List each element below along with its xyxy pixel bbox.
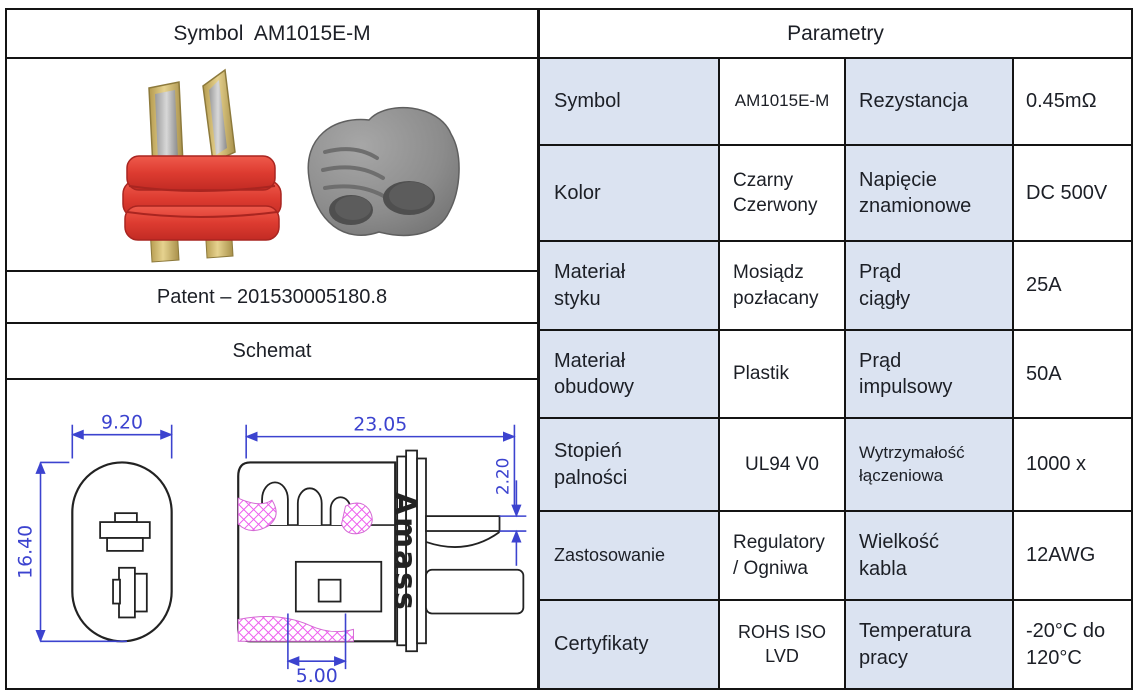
param-value: 25A xyxy=(1012,242,1131,329)
patent-row: Patent – 201530005180.8 xyxy=(7,270,537,322)
amass-brand-text: Amass xyxy=(387,492,422,612)
table-row: Materiał styku Mosiądz pozłacany Prąd ci… xyxy=(540,240,1131,329)
front-dimensions xyxy=(35,424,173,643)
dim-pin-thickness: 2.20 xyxy=(492,458,512,496)
param-value: Czarny Czerwony xyxy=(718,146,844,240)
table-row: Symbol AM1015E-M Rezystancja 0.45mΩ xyxy=(540,57,1131,144)
grey-rubber-cap xyxy=(307,107,460,237)
parameters-table: Parametry Symbol AM1015E-M Rezystancja 0… xyxy=(540,10,1131,688)
param-value: UL94 V0 xyxy=(718,419,844,510)
red-tplug-connector xyxy=(122,68,282,263)
symbol-header-text: Symbol AM1015E-M xyxy=(173,21,371,45)
param-value: 0.45mΩ xyxy=(1012,59,1131,144)
table-row: Zastosowanie Regulatory / Ogniwa Wielkoś… xyxy=(540,510,1131,599)
param-value: 12AWG xyxy=(1012,512,1131,599)
param-value: Plastik xyxy=(718,331,844,417)
param-value: ROHS ISO LVD xyxy=(718,601,844,688)
parameters-header: Parametry xyxy=(540,10,1131,57)
param-label: Stopień palności xyxy=(540,419,718,510)
param-label: Prąd impulsowy xyxy=(844,331,1012,417)
left-panel: Symbol AM1015E-M xyxy=(7,10,540,688)
param-value: Regulatory / Ogniwa xyxy=(718,512,844,599)
product-photo-image xyxy=(122,68,460,263)
patent-text: Patent – 201530005180.8 xyxy=(156,285,388,308)
param-label: Materiał styku xyxy=(540,242,718,329)
dim-pin-offset: 5.00 xyxy=(296,665,338,687)
param-label: Kolor xyxy=(540,146,718,240)
schematic-drawing: 9.20 16.40 xyxy=(7,378,537,688)
datasheet: Symbol AM1015E-M xyxy=(5,8,1133,690)
symbol-header: Symbol AM1015E-M xyxy=(7,10,537,57)
side-view xyxy=(237,449,525,653)
schemat-label: Schemat xyxy=(232,339,312,362)
front-view xyxy=(71,461,173,643)
dim-front-height: 16.40 xyxy=(15,525,37,579)
table-row: Kolor Czarny Czerwony Napięcie znamionow… xyxy=(540,144,1131,240)
side-dimensions xyxy=(244,424,527,670)
param-value: 1000 x xyxy=(1012,419,1131,510)
param-label: Materiał obudowy xyxy=(540,331,718,417)
param-value: -20°C do 120°C xyxy=(1012,601,1131,688)
param-value: DC 500V xyxy=(1012,146,1131,240)
param-label: Wytrzymałość łączeniowa xyxy=(844,419,1012,510)
param-value: AM1015E-M xyxy=(718,59,844,144)
param-label: Napięcie znamionowe xyxy=(844,146,1012,240)
param-value: 50A xyxy=(1012,331,1131,417)
dim-side-width: 23.05 xyxy=(353,414,407,436)
param-label: Prąd ciągły xyxy=(844,242,1012,329)
dim-front-width: 9.20 xyxy=(101,412,143,434)
param-label: Temperatura pracy xyxy=(844,601,1012,688)
param-label: Rezystancja xyxy=(844,59,1012,144)
schemat-row: Schemat xyxy=(7,322,537,378)
table-row: Materiał obudowy Plastik Prąd impulsowy … xyxy=(540,329,1131,417)
param-value: Mosiądz pozłacany xyxy=(718,242,844,329)
param-label: Zastosowanie xyxy=(540,512,718,599)
table-row: Certyfikaty ROHS ISO LVD Temperatura pra… xyxy=(540,599,1131,688)
parameters-title: Parametry xyxy=(787,21,884,45)
schematic-image: 9.20 16.40 xyxy=(15,412,527,687)
product-photo xyxy=(7,57,537,270)
param-label: Certyfikaty xyxy=(540,601,718,688)
param-label: Wielkość kabla xyxy=(844,512,1012,599)
param-label: Symbol xyxy=(540,59,718,144)
table-row: Stopień palności UL94 V0 Wytrzymałość łą… xyxy=(540,417,1131,510)
